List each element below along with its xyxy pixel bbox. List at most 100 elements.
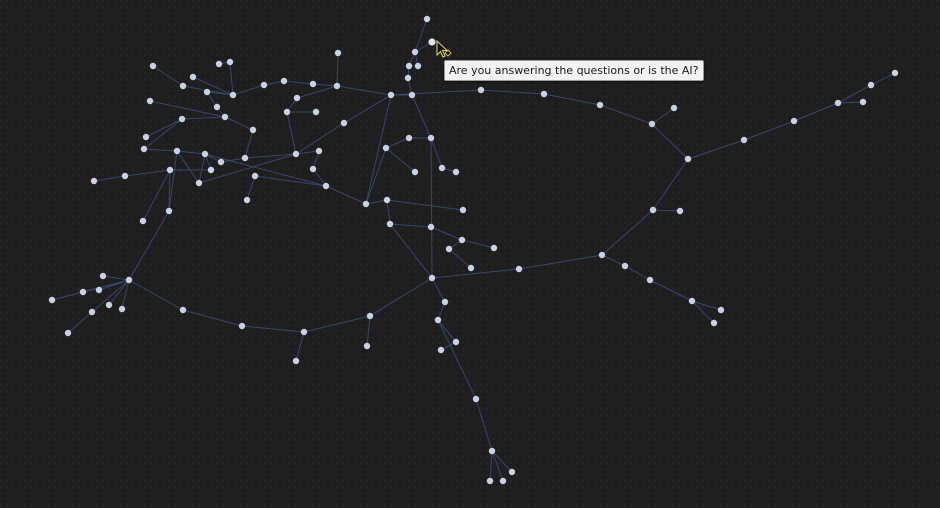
graph-node[interactable] [251,172,259,180]
graph-node[interactable] [179,82,187,90]
graph-node[interactable] [649,206,657,214]
graph-node[interactable] [165,207,173,215]
graph-node[interactable] [178,115,186,123]
graph-node[interactable] [859,98,867,106]
graph-node[interactable] [125,276,133,284]
graph-node[interactable] [241,154,249,162]
graph-node[interactable] [387,91,395,99]
graph-node[interactable] [621,262,629,270]
graph-node[interactable] [438,164,446,172]
graph-node[interactable] [99,272,107,280]
graph-node[interactable] [458,236,466,244]
graph-nodes[interactable] [48,15,899,485]
graph-node[interactable] [411,48,419,56]
graph-node[interactable] [179,306,187,314]
graph-node[interactable] [221,113,229,121]
graph-node[interactable] [405,134,413,142]
graph-node[interactable] [238,322,246,330]
graph-node[interactable] [596,101,604,109]
graph-node[interactable] [249,126,257,134]
graph-node[interactable] [243,196,251,204]
graph-node[interactable] [423,15,431,23]
graph-node[interactable] [740,136,748,144]
graph-node[interactable] [309,80,317,88]
graph-node[interactable] [121,172,129,180]
graph-node[interactable] [283,108,291,116]
graph-node[interactable] [140,145,148,153]
graph-node[interactable] [405,62,413,70]
graph-node[interactable] [382,144,390,152]
graph-node[interactable] [490,244,498,252]
graph-node[interactable] [362,200,370,208]
graph-node[interactable] [203,88,211,96]
graph-node[interactable] [260,81,268,89]
graph-node[interactable] [472,395,480,403]
graph-node[interactable] [207,166,215,174]
graph-node[interactable] [434,316,442,324]
graph-node[interactable] [441,298,449,306]
graph-node[interactable] [408,91,416,99]
graph-node[interactable] [189,73,197,81]
graph-node[interactable] [229,91,237,99]
graph-node[interactable] [300,328,308,336]
graph-node[interactable] [217,158,225,166]
graph-node[interactable] [95,286,103,294]
graph-node[interactable] [684,155,692,163]
graph-node[interactable] [428,274,436,282]
graph-node[interactable] [445,245,453,253]
graph-node[interactable] [88,308,96,316]
graph-node[interactable] [340,119,348,127]
graph-node[interactable] [334,49,342,57]
graph-node[interactable] [499,477,507,485]
graph-node[interactable] [834,99,842,107]
graph-node[interactable] [166,166,174,174]
graph-node[interactable] [213,103,221,111]
graph-node[interactable] [118,305,126,313]
graph-node[interactable] [226,58,234,66]
graph-node[interactable] [386,220,394,228]
graph-node[interactable] [363,342,371,350]
graph-node[interactable] [486,477,494,485]
graph-node[interactable] [790,117,798,125]
graph-node[interactable] [309,165,317,173]
graph-node[interactable] [292,357,300,365]
graph-node[interactable] [79,288,87,296]
graph-node[interactable] [64,329,72,337]
graph-node[interactable] [105,301,113,309]
graph-node[interactable] [293,94,301,102]
graph-node[interactable] [90,177,98,185]
graph-node[interactable] [488,447,496,455]
graph-node[interactable] [312,108,320,116]
graph-node[interactable] [201,150,209,158]
graph-node[interactable] [598,251,606,259]
graph-node[interactable] [48,296,56,304]
graph-node[interactable] [149,62,157,70]
graph-node[interactable] [648,120,656,128]
graph-node[interactable] [404,74,412,82]
graph-node[interactable] [508,468,516,476]
graph-node[interactable] [142,133,150,141]
graph-node[interactable] [173,147,181,155]
graph-node[interactable] [437,346,445,354]
graph-node[interactable] [195,179,203,187]
graph-node[interactable] [467,264,475,272]
graph-node[interactable] [383,196,391,204]
graph-node[interactable] [215,60,223,68]
graph-node[interactable] [366,312,374,320]
graph-node[interactable] [411,168,419,176]
graph-node[interactable] [710,319,718,327]
graph-node[interactable] [867,81,875,89]
graph-node[interactable] [670,104,678,112]
graph-node[interactable] [427,223,435,231]
graph-node[interactable] [515,265,523,273]
graph-node[interactable] [459,206,467,214]
graph-node[interactable] [676,207,684,215]
graph-node[interactable] [280,77,288,85]
graph-node[interactable] [477,86,485,94]
graph-node-hovered[interactable] [428,38,436,46]
graph-node[interactable] [688,297,696,305]
graph-node[interactable] [427,134,435,142]
graph-node[interactable] [292,150,300,158]
